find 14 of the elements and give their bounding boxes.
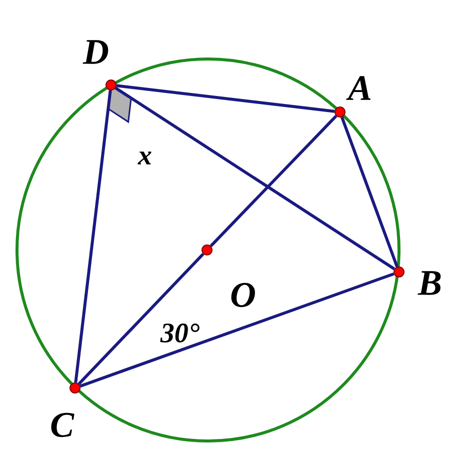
line-segment <box>74 90 112 383</box>
line-segment <box>78 252 204 386</box>
line-segment <box>80 272 394 388</box>
angle-label: x <box>138 152 152 164</box>
line-segment <box>210 114 338 248</box>
point-label: B <box>418 271 441 295</box>
point-label: A <box>346 76 371 100</box>
point-label: O <box>231 282 255 308</box>
angle-label: 30° <box>160 324 200 342</box>
point-label: D <box>82 40 108 64</box>
point-label: C <box>51 412 74 438</box>
line-segment <box>340 116 398 268</box>
line-segment <box>116 84 335 113</box>
line-segment <box>114 86 396 270</box>
